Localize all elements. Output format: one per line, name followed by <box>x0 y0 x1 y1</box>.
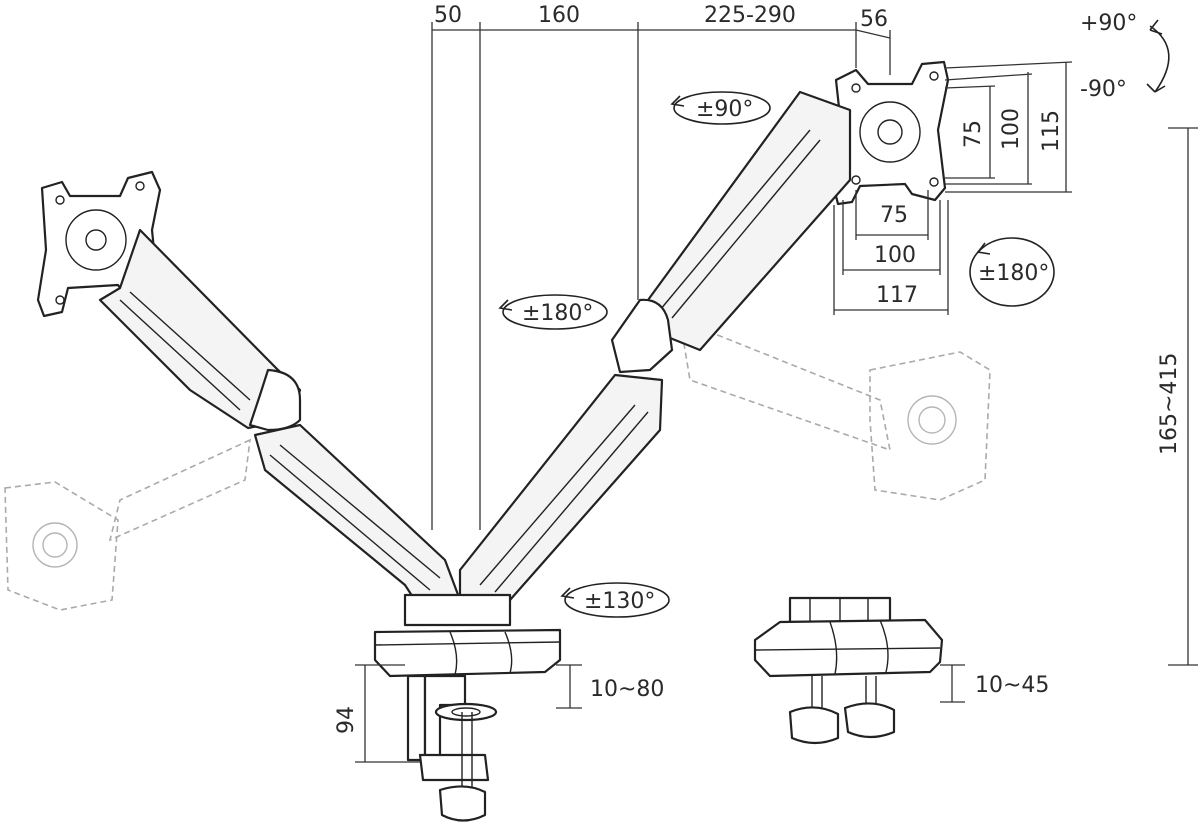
clamp-thickness-label: 10~80 <box>590 677 664 702</box>
center-column <box>373 593 562 678</box>
dim-160-label: 160 <box>538 3 580 28</box>
clamp-height-label: 94 <box>334 706 359 734</box>
vesa-h75-label: 75 <box>880 203 908 228</box>
left-upper-arm <box>98 228 302 432</box>
vesa-horizontal-dims <box>833 190 949 315</box>
dim-225-290-label: 225-290 <box>704 3 796 28</box>
dim-50-label: 50 <box>434 3 462 28</box>
ghost-right-arm <box>678 318 991 501</box>
top-extension-lines <box>431 22 891 530</box>
dim-56-label: 56 <box>860 7 888 32</box>
grommet-thickness-label: 10~45 <box>975 673 1049 698</box>
clamp-height-dim <box>355 664 420 763</box>
vesa-vertical-dims <box>944 61 1073 193</box>
right-upper-arm <box>610 90 852 374</box>
rotate-plus90-label: +90° <box>1080 11 1137 36</box>
swivel-vesa-label: ±180° <box>978 261 1049 286</box>
rotate-minus90-label: -90° <box>1080 77 1127 102</box>
height-range-dim <box>1168 127 1198 666</box>
right-vesa-plate <box>832 60 950 206</box>
left-lower-arm <box>253 423 462 610</box>
vesa-v100-label: 100 <box>999 108 1024 150</box>
right-lower-arm <box>458 373 664 602</box>
vesa-h117-label: 117 <box>876 283 918 308</box>
clamp-thickness-dim <box>556 664 582 709</box>
desk-clamp <box>406 674 498 822</box>
vesa-v115-label: 115 <box>1039 110 1064 152</box>
tilt-label: ±90° <box>696 97 753 122</box>
swivel-mid-label: ±180° <box>522 301 593 326</box>
vesa-h100-label: 100 <box>874 243 916 268</box>
grommet-base <box>753 596 944 745</box>
grommet-thickness-dim <box>940 664 965 703</box>
rotation-arrows <box>498 19 1170 618</box>
ghost-left-arm <box>4 438 251 611</box>
base-rotation-label: ±130° <box>584 589 655 614</box>
height-range-label: 165~415 <box>1157 353 1182 455</box>
vesa-v75-label: 75 <box>961 120 986 148</box>
